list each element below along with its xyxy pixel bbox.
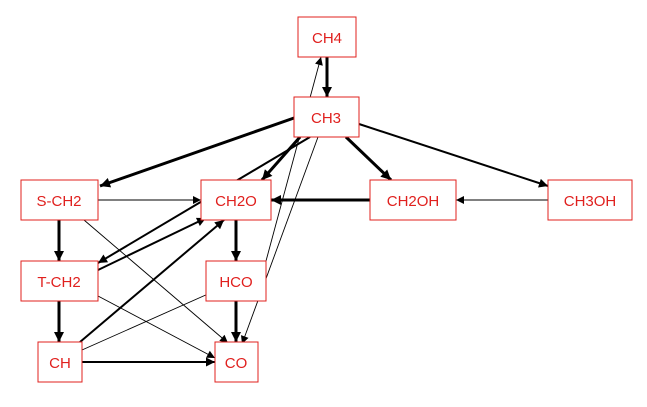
- node-ch3oh-box: [547, 179, 633, 221]
- node-ch2o-box: [200, 179, 272, 221]
- node-t-ch2-label: T-CH2: [37, 274, 80, 291]
- node-ch2o: CH2O: [200, 179, 272, 221]
- edge-t-ch2-to-ch2o: [97, 217, 207, 271]
- node-hco-box: [205, 260, 267, 302]
- node-s-ch2-box: [20, 179, 99, 221]
- node-co-box: [214, 341, 259, 383]
- node-ch3oh: CH3OH: [547, 179, 633, 221]
- edge-ch-to-ch2o: [79, 219, 225, 343]
- node-hco: HCO: [205, 260, 267, 302]
- edge-ch3-to-s-ch2: [99, 116, 295, 188]
- edge-ch3-to-ch2o: [260, 136, 302, 181]
- node-s-ch2: S-CH2: [20, 179, 99, 221]
- node-ch-label: CH: [49, 355, 71, 372]
- node-ch2o-label: CH2O: [215, 193, 257, 210]
- node-s-ch2-label: S-CH2: [36, 193, 81, 210]
- node-ch4: CH4: [297, 16, 357, 58]
- node-ch4-label: CH4: [312, 30, 342, 47]
- edge-ch3-to-co: [241, 136, 319, 345]
- edge-ch3-to-ch2oh: [344, 135, 393, 182]
- node-ch2oh-label: CH2OH: [387, 193, 440, 210]
- node-ch4-box: [297, 16, 357, 58]
- edge-ch3-to-ch3oh: [358, 123, 549, 188]
- nodes-layer: CH4 CH3 S-CH2 CH2O CH2OH CH3OH T-CH2 HC: [20, 16, 633, 383]
- node-ch3oh-label: CH3OH: [564, 193, 617, 210]
- node-ch-box: [37, 341, 83, 383]
- edge-t-ch2-to-co: [97, 295, 216, 359]
- node-t-ch2: T-CH2: [20, 260, 99, 302]
- edge-hco-to-ch4: [265, 56, 323, 262]
- node-co-label: CO: [225, 355, 248, 372]
- node-co: CO: [214, 341, 259, 383]
- edge-s-ch2-to-co: [83, 219, 229, 344]
- node-ch2oh: CH2OH: [369, 179, 457, 221]
- edge-ch-to-hco: [81, 289, 218, 351]
- node-ch3-label: CH3: [311, 110, 341, 127]
- node-ch3-box: [293, 96, 360, 138]
- node-ch3: CH3: [293, 96, 360, 138]
- node-ch: CH: [37, 341, 83, 383]
- node-t-ch2-box: [20, 260, 99, 302]
- node-hco-label: HCO: [219, 274, 252, 291]
- node-ch2oh-box: [369, 179, 457, 221]
